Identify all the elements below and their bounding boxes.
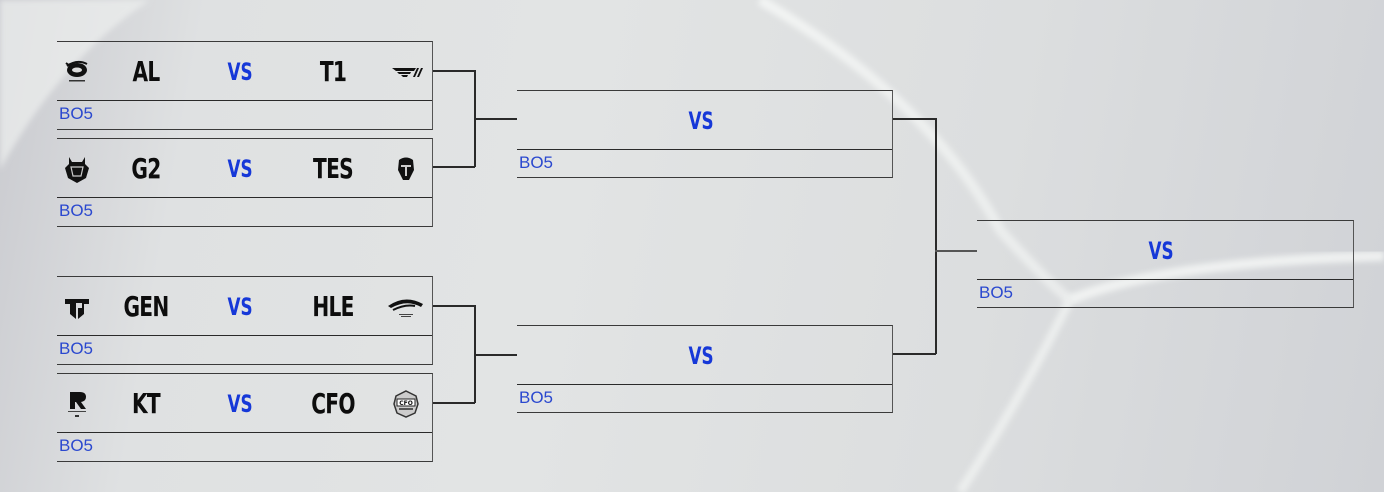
team-b-name: T1 [319, 55, 347, 88]
gen-g-logo-icon [65, 299, 89, 319]
connector-line [433, 70, 475, 72]
cfo-logo-icon: CFO [393, 390, 419, 418]
connector-line [474, 118, 517, 120]
match-footer: BO5 [57, 101, 432, 129]
connector-line [935, 250, 977, 252]
vs-label: VS [688, 342, 714, 370]
match-format: BO5 [979, 283, 1014, 302]
svg-text:CFO: CFO [399, 400, 413, 407]
vs-label: VS [227, 155, 253, 183]
vs-label: VS [1148, 237, 1174, 265]
g2-logo-icon [65, 157, 89, 183]
match-footer: BO5 [57, 336, 432, 364]
match-format: BO5 [59, 201, 94, 220]
connector-line [893, 118, 936, 120]
match-footer: BO5 [517, 385, 892, 412]
t1-logo-icon [392, 68, 423, 77]
match-format: BO5 [519, 388, 554, 407]
match-header: G2 VS TES [57, 139, 432, 198]
match-header: KT VS CFO CFO [57, 374, 432, 433]
vs-label: VS [227, 293, 253, 321]
team-b-name: HLE [312, 290, 354, 323]
match-format: BO5 [59, 339, 94, 358]
match-header: GEN VS HLE [57, 277, 432, 336]
quarterfinal-match-2[interactable]: G2 VS TES BO5 [57, 138, 433, 227]
hle-logo-icon [388, 299, 423, 317]
quarterfinal-match-1[interactable]: AL VS T1 BO5 [57, 41, 433, 130]
tes-logo-icon [398, 157, 414, 180]
match-header: AL VS T1 [57, 42, 432, 101]
team-b-name: CFO [311, 387, 355, 420]
team-a-name: G2 [131, 152, 161, 185]
vs-label: VS [688, 107, 714, 135]
team-a-name: KT [132, 387, 161, 420]
team-b-name: TES [313, 152, 354, 185]
match-format: BO5 [59, 104, 94, 123]
match-format: BO5 [519, 153, 554, 172]
anyones-legend-logo-icon [65, 60, 88, 82]
kt-rolster-logo-icon [68, 392, 86, 417]
connector-line [935, 118, 937, 354]
connector-line [433, 305, 475, 307]
match-footer: BO5 [977, 280, 1353, 307]
quarterfinal-match-4[interactable]: KT VS CFO CFO BO5 [57, 373, 433, 462]
team-a-name: GEN [123, 290, 169, 323]
vs-label: VS [227, 58, 253, 86]
connector-line [433, 402, 475, 404]
connector-line [433, 166, 475, 168]
match-footer: BO5 [517, 150, 892, 177]
match-footer: BO5 [57, 433, 432, 461]
match-format: BO5 [59, 436, 94, 455]
team-a-name: AL [132, 55, 160, 88]
match-header: VS [517, 326, 892, 385]
final-match[interactable]: VS BO5 [977, 220, 1354, 308]
connector-line [893, 353, 936, 355]
match-header: VS [517, 91, 892, 150]
semifinal-match-2[interactable]: VS BO5 [517, 325, 893, 413]
semifinal-match-1[interactable]: VS BO5 [517, 90, 893, 178]
connector-line [474, 354, 517, 356]
match-header: VS [977, 221, 1353, 280]
quarterfinal-match-3[interactable]: GEN VS HLE BO5 [57, 276, 433, 365]
vs-label: VS [227, 390, 253, 418]
match-footer: BO5 [57, 198, 432, 226]
